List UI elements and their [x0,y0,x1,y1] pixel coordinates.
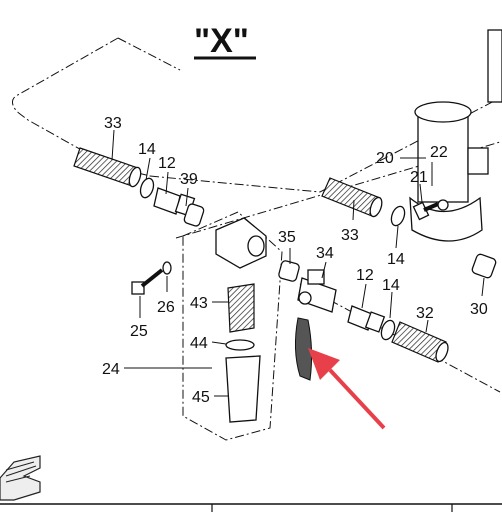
hand-pointer-icon[interactable] [0,455,41,501]
center-line-upper [117,37,181,71]
clamp-14-lower [380,319,396,341]
screw-21 [412,201,439,221]
callout-12-left: 12 [158,155,176,172]
detail-title: "X" [194,22,249,60]
callout-39: 39 [180,171,198,188]
strainer-head [215,217,267,269]
ball-valve-34 [294,269,337,381]
callout-21: 21 [410,169,428,186]
callout-34: 34 [316,245,334,262]
callout-14-mid: 14 [387,251,405,268]
red-pointer-arrow [308,348,386,430]
callout-25: 25 [130,323,148,340]
fitting-30 [471,253,497,279]
leader-lines [111,129,485,397]
strainer-outline [182,211,283,441]
callout-12-lower: 12 [356,267,374,284]
callout-20: 20 [376,150,394,167]
strainer-element-43 [227,283,255,333]
bottom-table-header [0,503,502,512]
fitting-39 [183,203,205,227]
hose-33-left [73,147,142,188]
callout-30: 30 [470,301,488,318]
o-ring-44 [225,339,255,351]
callout-35: 35 [278,229,296,246]
bolt-25 [131,268,164,295]
callout-33-mid: 33 [341,227,359,244]
callout-45: 45 [192,389,210,406]
washer-22 [437,199,449,211]
callout-22: 22 [430,144,448,161]
callout-32: 32 [416,305,434,322]
clamp-14-left [139,177,155,199]
callout-43: 43 [190,295,208,312]
callout-33-left: 33 [104,115,122,132]
hose-33-mid [321,177,383,218]
center-line-mid [175,141,501,239]
clamp-14-mid [390,205,406,227]
fitting-35 [278,260,300,282]
callout-24: 24 [102,361,120,378]
callout-14-lower: 14 [382,277,400,294]
nipple-12-lower [347,305,386,333]
washer-26 [162,261,172,275]
callout-26: 26 [157,299,175,316]
bowl-45 [225,355,261,423]
callout-14-left: 14 [138,141,156,158]
hose-32 [391,321,449,363]
callout-44: 44 [190,335,208,352]
